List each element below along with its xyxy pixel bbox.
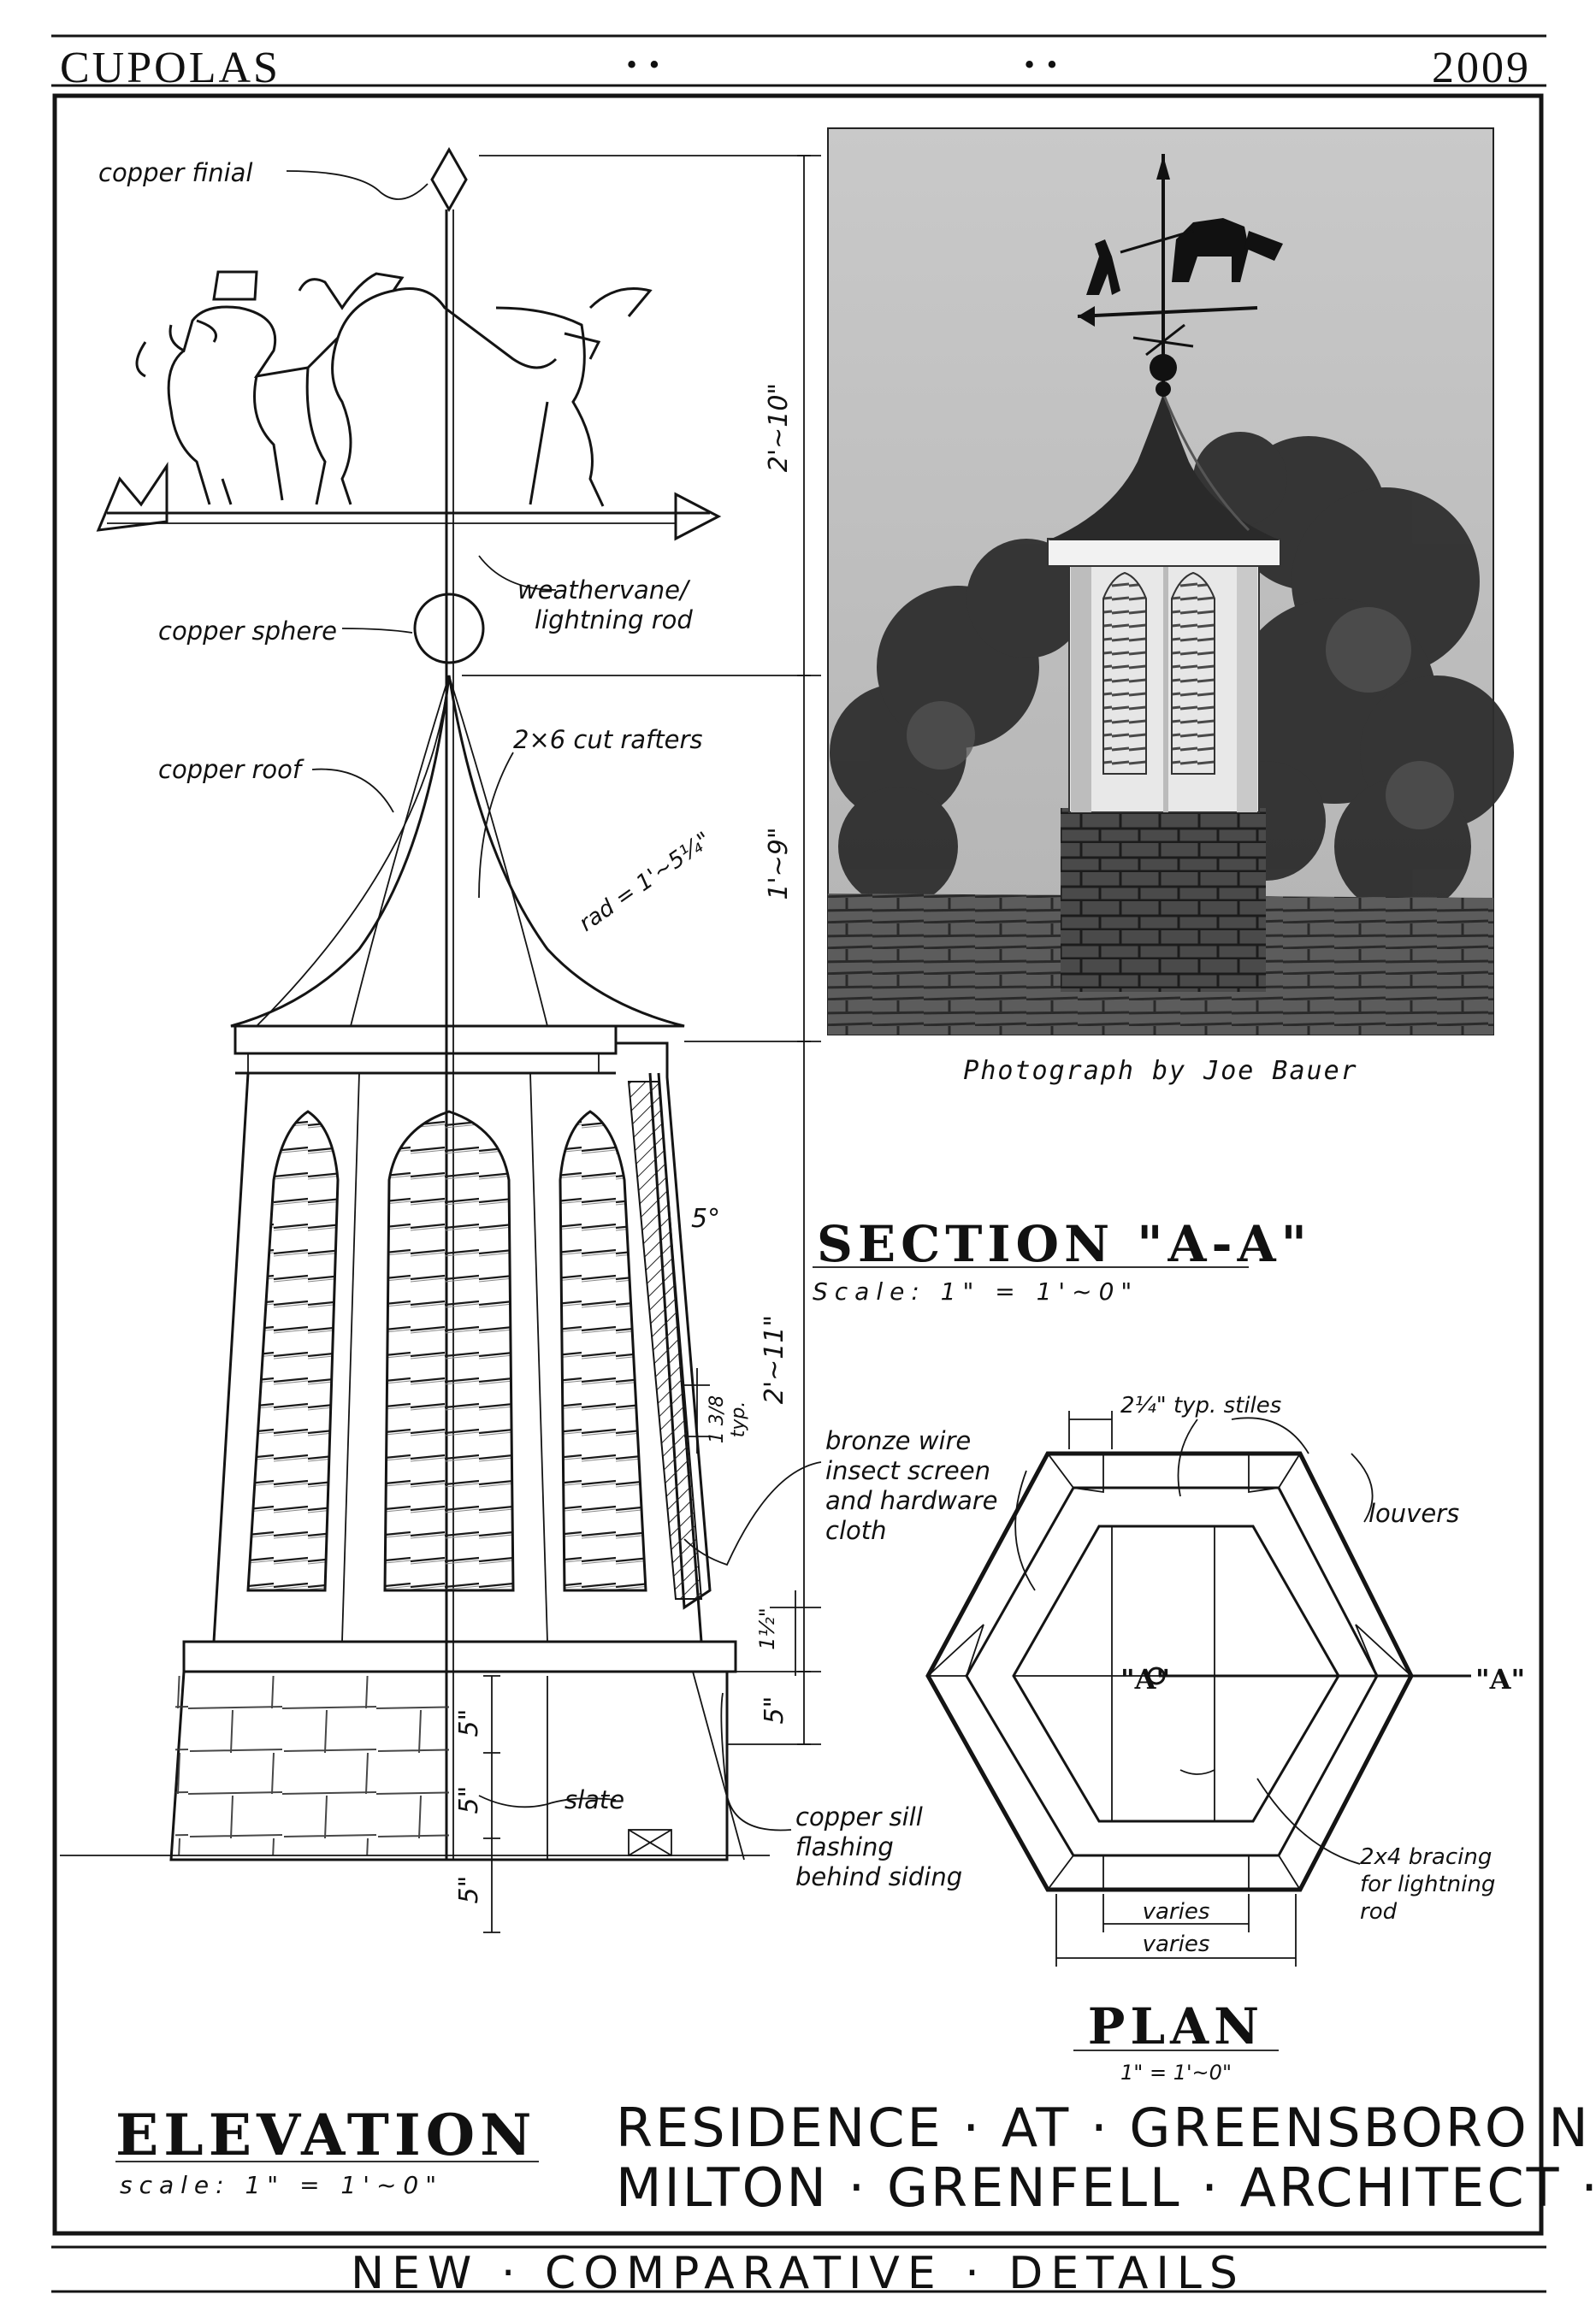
louver-right <box>559 1110 647 1592</box>
plan-bracing-1: 2x4 bracing <box>1360 1844 1492 1870</box>
elevation-drawing <box>60 146 770 1861</box>
vane-arrow-head <box>674 492 722 541</box>
header: CUPOLAS • • • • 2009 <box>51 34 1546 92</box>
plan-hexagon-mid <box>965 1486 1379 1857</box>
label-sill-3: behind siding <box>795 1862 962 1891</box>
section-scale: Scale: 1" = 1'~0" <box>813 1277 1138 1306</box>
label-copper-sphere: copper sphere <box>158 616 337 646</box>
label-rafter-radius: rad = 1'~5¼" <box>575 828 716 937</box>
louver-spacing-label: 1 3/8 <box>706 1395 728 1443</box>
dim-slate-1: 5" <box>454 1709 484 1737</box>
plan-marker-right: "A" <box>1475 1663 1525 1696</box>
plan-marker-left: "A" <box>1120 1663 1170 1696</box>
footer-title: NEW · COMPARATIVE · DETAILS <box>351 2248 1245 2299</box>
header-dots-right: • • <box>1022 50 1059 80</box>
cupola-photograph <box>827 127 1514 1035</box>
plan-stiles-label: 2¼" typ. stiles <box>1120 1393 1281 1419</box>
sill-band <box>182 1640 737 1673</box>
label-sill-1: copper sill <box>795 1802 923 1831</box>
dimension-lines <box>462 155 821 1933</box>
plan-hexagon-inner <box>1012 1525 1340 1823</box>
copper-sphere-shape <box>413 593 485 664</box>
dim-roof: 1'~9" <box>764 827 794 900</box>
finial-shape <box>430 146 468 213</box>
dim-top: 2'~10" <box>764 383 794 472</box>
vane-figures <box>135 270 653 507</box>
dim-base: 5" <box>760 1696 789 1725</box>
label-screen-2: insect screen <box>825 1456 990 1485</box>
plan-varies-2: varies <box>1143 1932 1210 1957</box>
photo-caption: Photograph by Joe Bauer <box>963 1056 1357 1086</box>
header-year: 2009 <box>1432 44 1531 92</box>
label-sill-2: flashing <box>795 1832 894 1861</box>
sill-gap-label: 1½" <box>755 1607 779 1650</box>
plan-varies-1: varies <box>1143 1899 1210 1925</box>
section-title: SECTION "A-A" <box>817 1215 1312 1273</box>
elevation-labels <box>286 170 822 1831</box>
label-lightning-rod: lightning rod <box>535 605 693 634</box>
dim-body: 2'~11" <box>760 1315 789 1404</box>
header-title: CUPOLAS <box>60 44 281 92</box>
plan-drawing <box>925 1411 1471 1967</box>
label-screen-1: bronze wire <box>825 1426 971 1455</box>
dim-slate-2: 5" <box>454 1786 484 1814</box>
louver-center <box>383 1110 515 1592</box>
dim-slate-3: 5" <box>454 1876 484 1904</box>
label-slate: slate <box>565 1785 624 1814</box>
project-line-1: RESIDENCE · AT · GREENSBORO N·C· <box>616 2097 1596 2159</box>
project-line-2: MILTON · GRENFELL · ARCHITECT · <box>616 2156 1596 2219</box>
louver-left <box>246 1110 340 1592</box>
elevation-scale: scale: 1" = 1'~0" <box>120 2171 443 2199</box>
cornice <box>233 1024 618 1055</box>
sheet-border <box>52 93 1544 2236</box>
label-copper-finial: copper finial <box>98 158 253 187</box>
header-dots-left: • • <box>624 50 661 80</box>
plan-louvers-label: louvers <box>1368 1499 1459 1528</box>
plan-bracing-3: rod <box>1360 1899 1398 1925</box>
label-rafters: 2×6 cut rafters <box>513 725 702 754</box>
louver-angle-label: 5° <box>691 1204 720 1234</box>
louver-spacing-typ: typ. <box>728 1401 749 1438</box>
footer: NEW · COMPARATIVE · DETAILS <box>51 2245 1546 2299</box>
vane-tail <box>96 462 168 532</box>
label-copper-roof: copper roof <box>158 755 304 784</box>
plan-bracing-2: for lightning <box>1360 1872 1495 1897</box>
plan-scale: 1" = 1'~0" <box>1120 2061 1232 2085</box>
label-weathervane: weathervane/ <box>517 575 691 605</box>
elevation-title: ELEVATION <box>115 2102 537 2168</box>
label-screen-3: and hardware <box>825 1486 998 1515</box>
label-screen-4: cloth <box>825 1516 887 1545</box>
plan-title: PLAN <box>1088 1997 1264 2056</box>
